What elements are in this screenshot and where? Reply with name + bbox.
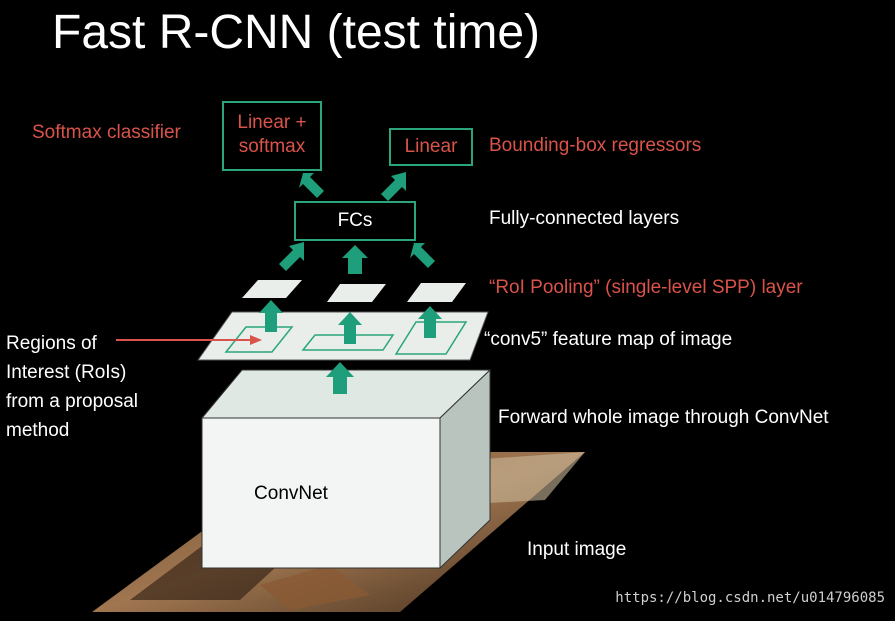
arrow-pool-to-fcs-1 bbox=[279, 242, 304, 271]
arrow-fcs-to-softmax bbox=[299, 173, 324, 198]
roi-rect-1 bbox=[224, 326, 294, 353]
linear-box bbox=[389, 128, 473, 166]
convnet-label: Forward whole image through ConvNet bbox=[498, 407, 829, 428]
watermark: https://blog.csdn.net/u014796085 bbox=[615, 590, 885, 606]
conv5-label: “conv5” feature map of image bbox=[484, 329, 733, 350]
slide-title: Fast R-CNN (test time) bbox=[52, 6, 541, 59]
arrow-fcs-to-linear bbox=[381, 172, 406, 201]
roi-pooled-cells bbox=[242, 280, 466, 302]
rois-pointer-arrow bbox=[116, 335, 262, 345]
convnet-box bbox=[200, 368, 492, 570]
roi-rect-3 bbox=[394, 321, 468, 355]
arrow-conv5-to-pool-2 bbox=[338, 312, 362, 344]
arrow-convnet-to-conv5 bbox=[326, 362, 354, 394]
pooled-cell-2 bbox=[327, 284, 386, 302]
arrow-conv5-to-pool-3 bbox=[418, 306, 442, 338]
linear-box-text: Linear bbox=[404, 136, 458, 157]
pooled-cell-1 bbox=[242, 280, 302, 298]
conv5-feature-map bbox=[197, 311, 489, 361]
linear-softmax-box bbox=[222, 101, 322, 171]
linear-softmax-box-text: Linear + softmax bbox=[237, 112, 307, 157]
fcs-box bbox=[294, 201, 416, 241]
arrow-conv5-to-pool-1 bbox=[259, 300, 283, 332]
roi-rect-2 bbox=[301, 334, 395, 351]
rois-label: Regions of Interest (RoIs) from a propos… bbox=[6, 333, 139, 441]
softmax-classifier-label: Softmax classifier bbox=[32, 122, 181, 143]
convnet-box-text: ConvNet bbox=[254, 483, 328, 504]
arrow-pool-to-fcs-3 bbox=[410, 243, 435, 268]
pooled-cell-3 bbox=[407, 283, 466, 302]
fcs-box-text: FCs bbox=[337, 210, 373, 231]
arrow-pool-to-fcs-2 bbox=[342, 245, 368, 274]
fc-layers-label: Fully-connected layers bbox=[489, 208, 680, 229]
input-image-label: Input image bbox=[527, 539, 627, 560]
flow-arrows bbox=[259, 172, 442, 394]
bbox-regressors-label: Bounding-box regressors bbox=[489, 135, 702, 156]
roi-pooling-label: “RoI Pooling” (single-level SPP) layer bbox=[489, 277, 803, 298]
